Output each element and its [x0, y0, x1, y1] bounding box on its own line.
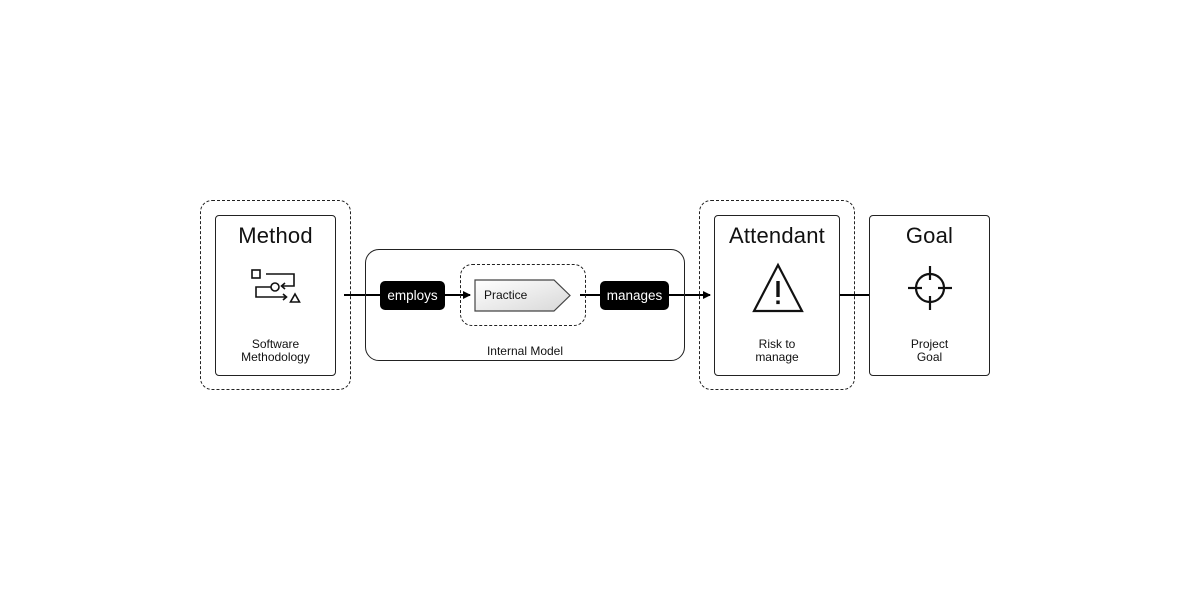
employs-pill[interactable]: employs — [380, 281, 445, 310]
goal-title: Goal — [905, 223, 954, 248]
method-caption-line-1: Software — [251, 337, 300, 351]
attendant-title: Attendant — [729, 223, 825, 248]
attendant-caption-line-2: manage — [755, 350, 799, 364]
method-dashed-frame — [200, 200, 351, 390]
practice-label: Practice — [484, 288, 528, 302]
practice-dashed-frame — [460, 264, 586, 326]
goal-caption: Project Goal — [870, 338, 989, 364]
method-caption-line-2: Methodology — [241, 350, 310, 364]
attendant-caption: Risk to manage — [715, 338, 839, 364]
method-card[interactable]: Method Software Methodology — [215, 215, 336, 376]
practice-chevron-shape[interactable] — [474, 279, 572, 313]
goal-card[interactable]: Goal Project Goal — [869, 215, 990, 376]
warning-icon — [752, 262, 804, 313]
method-title: Method — [238, 223, 313, 248]
internal-model-box — [365, 249, 685, 361]
goal-caption-line-2: Goal — [916, 350, 943, 364]
method-caption: Software Methodology — [216, 338, 335, 364]
attendant-caption-line-1: Risk to — [758, 337, 796, 351]
attendant-dashed-frame — [699, 200, 855, 390]
process-flow-icon — [251, 269, 301, 303]
manages-pill[interactable]: manages — [600, 281, 669, 310]
attendant-card[interactable]: Attendant Risk to manage — [714, 215, 840, 376]
goal-caption-line-1: Project — [910, 337, 949, 351]
target-icon — [908, 266, 952, 310]
internal-model-label: Internal Model — [486, 344, 564, 358]
